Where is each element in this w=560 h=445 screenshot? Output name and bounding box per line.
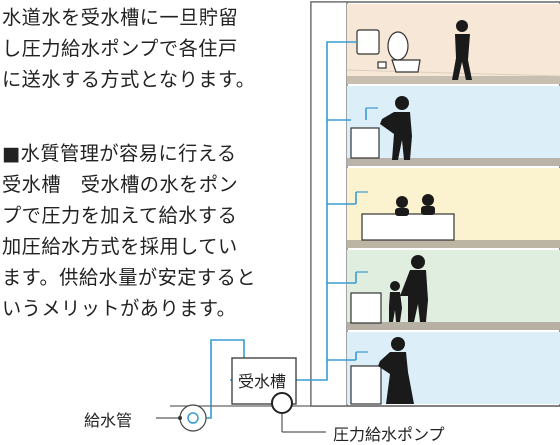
supply-pipe-label: 給水管 xyxy=(84,411,133,430)
supply-pipe-icon xyxy=(156,404,207,432)
pump-icon xyxy=(271,392,326,433)
tank-label: 受水槽 xyxy=(238,372,287,391)
bathtub-icon xyxy=(356,191,455,241)
pump-label: 圧力給水ポンプ xyxy=(333,425,445,444)
description-text: ■水質管理が容易に行える 受水槽 受水槽の水をポン プで圧力を加えて給水する 加… xyxy=(2,142,257,320)
sink-icon xyxy=(350,351,382,405)
person-icon xyxy=(389,255,428,322)
person-icon xyxy=(378,337,414,404)
person-icon xyxy=(452,20,472,80)
person-icon xyxy=(395,194,435,216)
floor-5 xyxy=(346,4,560,84)
intro-text: 水道水を受水槽に一旦貯留 し圧力給水ポンプで各住戸 に送水する方式となります。 xyxy=(2,6,256,91)
floor-2 xyxy=(347,250,560,330)
sink-icon xyxy=(350,271,382,324)
toilet-icon xyxy=(356,29,421,73)
water-tank xyxy=(231,357,297,405)
person-icon xyxy=(380,96,412,160)
sink-icon xyxy=(350,107,380,159)
